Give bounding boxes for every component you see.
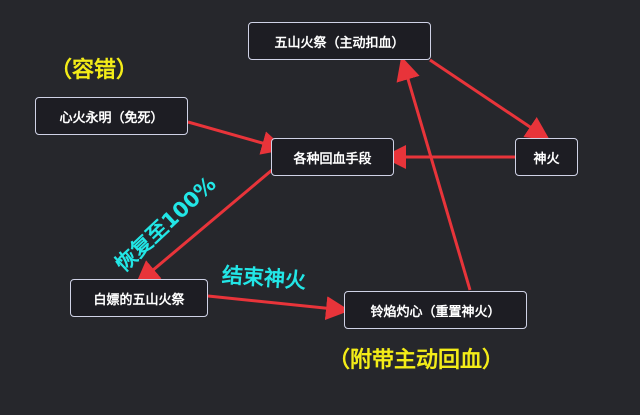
- arrow-baipiao-to-lingyan: [207, 294, 350, 321]
- note-jieshu-shenhuo: 结束神火: [221, 263, 307, 293]
- node-gezhong-huixue: 各种回血手段: [271, 138, 394, 176]
- node-lingyan-zhuoxin: 铃焰灼心（重置神火）: [344, 291, 527, 329]
- note-rongcuo: （容错）: [50, 58, 139, 83]
- arrow-lingyan-to-wushan: [396, 56, 472, 291]
- arrow-xinhuo-to-gezhong: [187, 120, 286, 155]
- node-wushan-huoji: 五山火祭（主动扣血）: [248, 22, 431, 60]
- note-fudai-huixue: （附带主动回血）: [328, 348, 505, 373]
- node-xinhuo-yongming: 心火永明（免死）: [35, 97, 188, 135]
- node-shenhuo: 神火: [515, 138, 578, 176]
- node-baipiao-wushan: 白嫖的五山火祭: [70, 279, 208, 317]
- arrow-gezhong-to-baipiao: [135, 168, 273, 285]
- arrow-wushan-to-shenhuo: [429, 58, 550, 141]
